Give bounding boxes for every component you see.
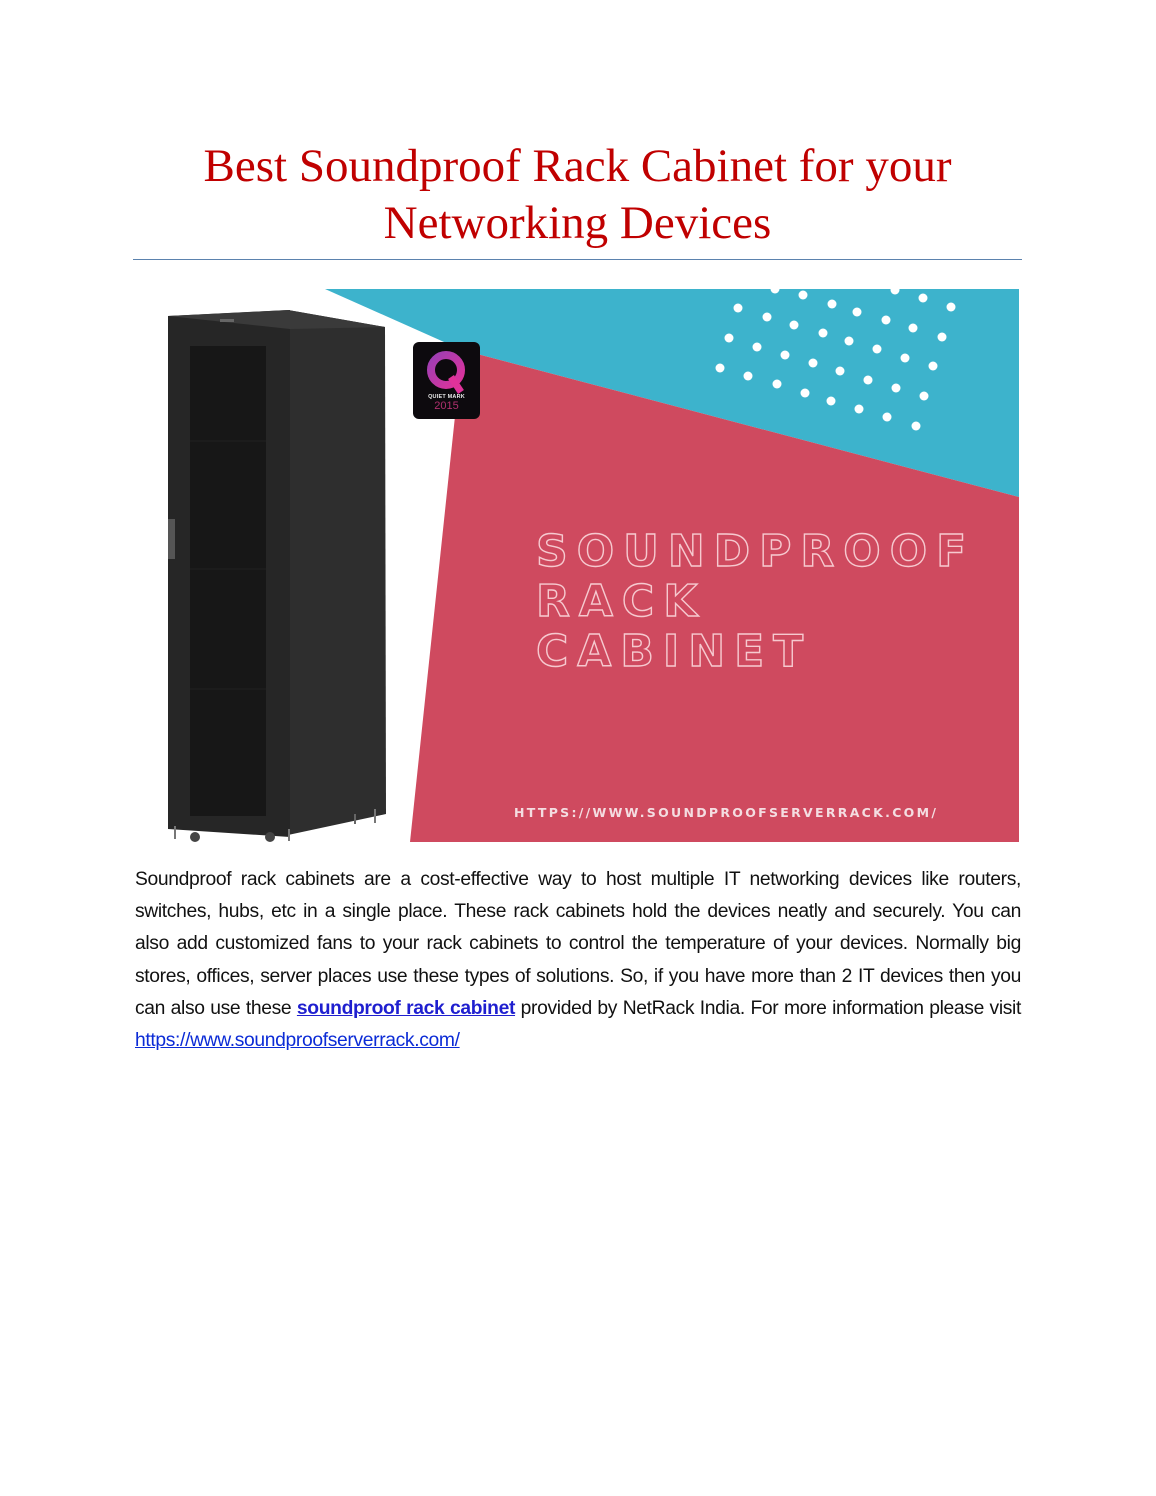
rack-cabinet-illustration [168, 310, 386, 842]
badge-year: 2015 [434, 400, 459, 412]
website-url-link[interactable]: https://www.soundproofserverrack.com/ [135, 1030, 460, 1052]
banner-background-shapes [168, 289, 1019, 842]
body-text-intro: Soundproof rack cabinets are a cost-effe… [135, 869, 1021, 1019]
dot-pattern [715, 289, 956, 431]
page-title: Best Soundproof Rack Cabinet for your Ne… [133, 138, 1022, 252]
soundproof-rack-cabinet-link[interactable]: soundproof rack cabinet [296, 997, 516, 1019]
body-paragraph: Soundproof rack cabinets are a cost-effe… [135, 864, 1021, 1057]
quiet-mark-badge: QUIET MARK 2015 [413, 342, 480, 419]
title-line-2: Networking Devices [383, 197, 772, 249]
banner-heading-line-2: RACK CABINET [535, 576, 813, 677]
title-underline-rule [133, 259, 1022, 260]
banner-image: QUIET MARK 2015 [140, 289, 1019, 842]
body-text-middle: provided by NetRack India. For more info… [515, 997, 1022, 1019]
title-line-1: Best Soundproof Rack Cabinet for your [203, 140, 952, 192]
banner-url-text: HTTPS://WWW.SOUNDPROOFSERVERRACK.COM/ [514, 805, 939, 820]
banner-heading-line-1: SOUNDPROOF [535, 526, 976, 577]
badge-label: QUIET MARK [428, 394, 465, 400]
banner-heading: SOUNDPROOF RACK CABINET [535, 526, 996, 677]
quiet-mark-q-icon [427, 351, 465, 394]
